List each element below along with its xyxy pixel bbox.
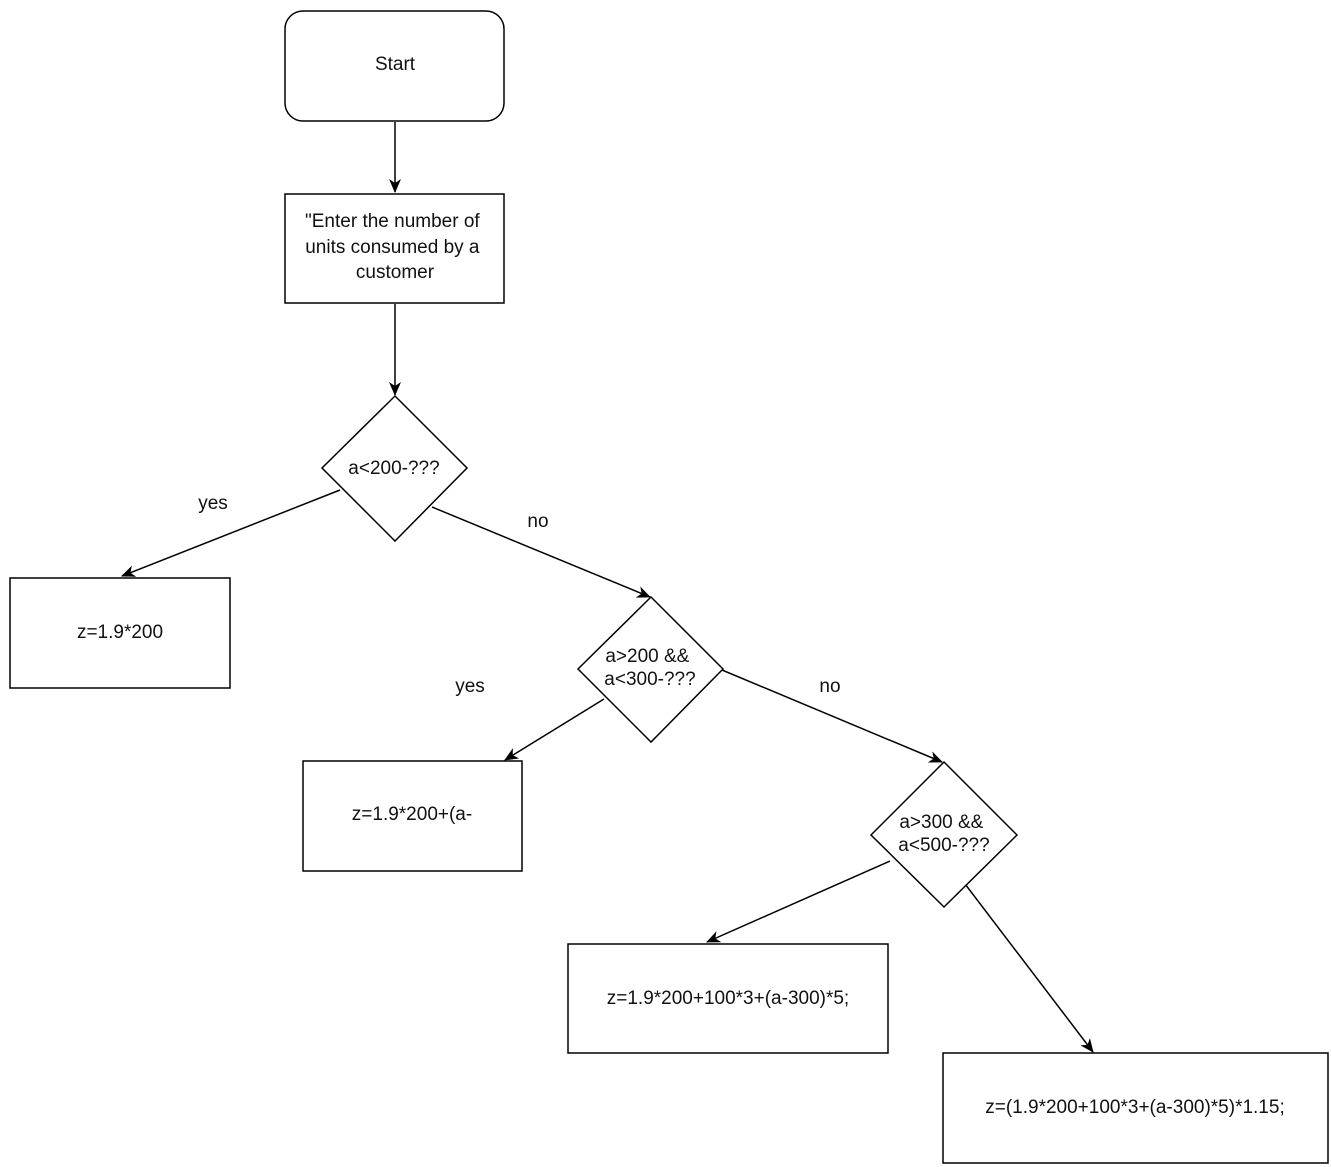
decision2-label-line-1: a>200 && <box>605 646 689 667</box>
decision2-no-label: no <box>819 676 840 697</box>
decision2-label-line-2: a<300-??? <box>604 669 695 690</box>
arrow-decision3-to-process3 <box>706 860 891 943</box>
decision1-diamond <box>320 394 469 543</box>
arrow-decision3-to-process4 <box>961 879 1094 1053</box>
process1-box <box>9 577 231 689</box>
decision3-label-line-2: a<500-??? <box>898 835 989 856</box>
process2-label: z=1.9*200+(a- <box>352 804 472 825</box>
connectors <box>121 122 1094 1053</box>
input-label-line-2: units consumed by a <box>305 237 480 258</box>
process1-label: z=1.9*200 <box>77 622 163 643</box>
process3-label: z=1.9*200+100*3+(a-300)*5; <box>607 988 849 1009</box>
input-label-line-3: customer <box>356 262 435 283</box>
decision3-label-line-1: a>300 && <box>899 812 983 833</box>
edge-labels: yes no yes no <box>198 493 840 697</box>
decision1-label: a<200-??? <box>348 458 439 479</box>
decision1-label-line-1: a<200-??? <box>348 458 439 479</box>
decision3-diamond <box>869 760 1019 909</box>
decision2-yes-label: yes <box>455 676 485 697</box>
nodes <box>9 10 1329 1164</box>
arrow-decision1-yes <box>121 489 341 577</box>
arrow-decision1-no <box>431 506 651 598</box>
start-label: Start <box>375 54 416 75</box>
process4-label: z=(1.9*200+100*3+(a-300)*5)*1.15; <box>985 1097 1284 1118</box>
process2-box <box>302 760 523 872</box>
decision1-yes-label: yes <box>198 493 228 514</box>
arrow-decision2-yes <box>504 698 605 761</box>
decision3-label: a>300 && a<500-??? <box>898 812 989 856</box>
input-label: "Enter the number of units consumed by a… <box>305 211 485 283</box>
decision2-diamond <box>576 595 725 744</box>
input-box <box>284 193 505 304</box>
start-terminal <box>284 10 505 122</box>
process3-box <box>567 943 889 1054</box>
decision1-no-label: no <box>527 511 548 532</box>
decision2-label: a>200 && a<300-??? <box>604 646 695 690</box>
input-label-line-1: "Enter the number of <box>305 211 480 232</box>
arrow-decision2-no <box>721 669 943 763</box>
node-labels: Start "Enter the number of units consume… <box>77 54 1285 1118</box>
process4-box <box>942 1052 1329 1164</box>
